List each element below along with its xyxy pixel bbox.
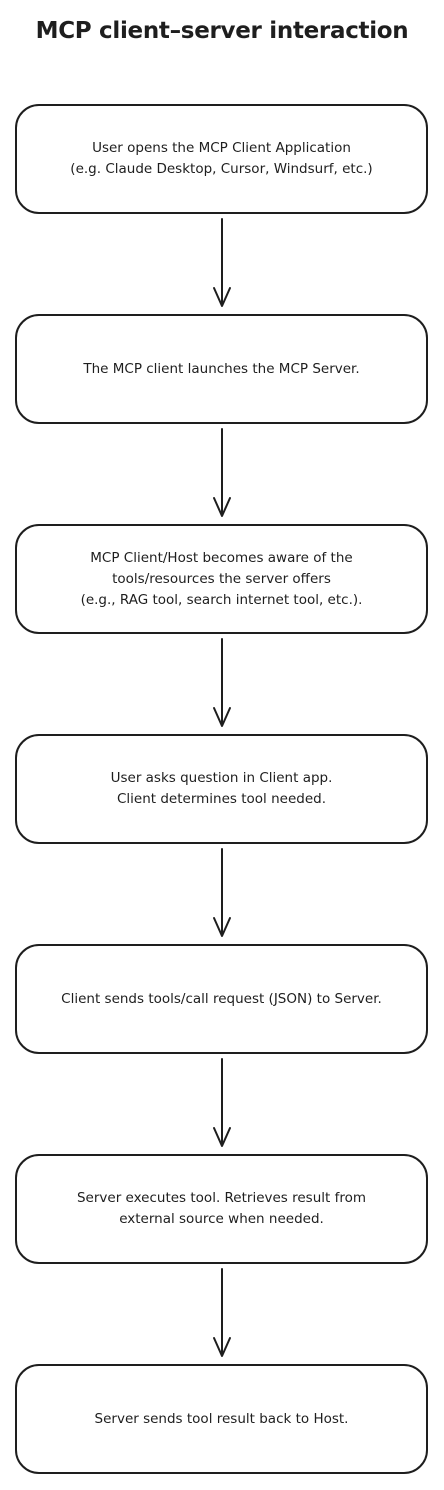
- step-text-6: Server executes tool. Retrieves result f…: [76, 1190, 367, 1227]
- step-box-6: Server executes tool. Retrieves result f…: [15, 1154, 428, 1264]
- step-box-2: The MCP client launches the MCP Server.: [15, 314, 428, 424]
- step-text-2: The MCP client launches the MCP Server.: [83, 360, 360, 377]
- step-box-5: Client sends tools/call request (JSON) t…: [15, 944, 428, 1054]
- step-text-5: Client sends tools/call request (JSON) t…: [61, 990, 382, 1007]
- step-box-4: User asks question in Client app. Client…: [15, 734, 428, 844]
- arrow-2-to-3: [213, 428, 231, 517]
- diagram-title: MCP client–server interaction: [35, 18, 409, 44]
- arrow-1-to-2: [213, 218, 231, 307]
- step-box-1: User opens the MCP Client Application (e…: [15, 104, 428, 214]
- step-box-3: MCP Client/Host becomes aware of the too…: [15, 524, 428, 634]
- arrow-6-to-7: [213, 1268, 231, 1357]
- step-text-7: Server sends tool result back to Host.: [94, 1410, 349, 1427]
- step-text-1: User opens the MCP Client Application (e…: [70, 140, 373, 177]
- arrow-3-to-4: [213, 638, 231, 727]
- step-text-3: MCP Client/Host becomes aware of the too…: [80, 549, 363, 608]
- step-text-4: User asks question in Client app. Client…: [110, 770, 333, 807]
- arrow-5-to-6: [213, 1058, 231, 1147]
- arrow-4-to-5: [213, 848, 231, 937]
- step-box-7: Server sends tool result back to Host.: [15, 1364, 428, 1474]
